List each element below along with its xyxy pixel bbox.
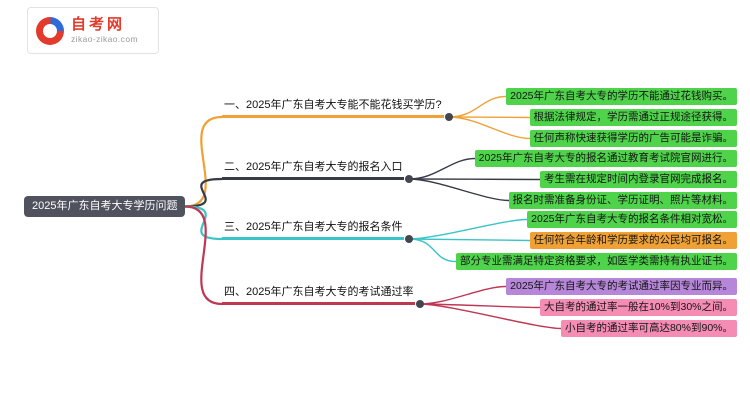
leaf-node: 任何符合年龄和学历要求的公民均可报名。: [529, 232, 737, 249]
leaf-node: 考生需在规定时间内登录官网完成报名。: [540, 171, 737, 188]
site-logo-icon: [36, 16, 64, 45]
leaf-node: 2025年广东自考大专的报名条件相对宽松。: [527, 211, 737, 228]
branch-title-3: 三、2025年广东自考大专的报名条件: [222, 220, 405, 240]
leaf-node: 2025年广东自考大专的学历不能通过花钱购买。: [506, 88, 737, 105]
leaf-node: 根据法律规定，学历需通过正规途径获得。: [529, 109, 737, 126]
site-name: 自考网: [71, 15, 126, 33]
branch-title-4: 四、2025年广东自考大专的考试通过率: [222, 285, 416, 305]
branch-title-2: 二、2025年广东自考大专的报名入口: [222, 160, 405, 180]
leaf-node: 2025年广东自考大专的考试通过率因专业而异。: [506, 278, 737, 295]
site-url: zikao-zikao.com: [71, 34, 138, 45]
root-topic: 2025年广东自考大专学历问题: [24, 196, 186, 217]
leaf-node: 部分专业需满足特定资格要求，如医学类需持有执业证书。: [456, 253, 737, 270]
leaf-node: 大自考的通过率一般在10%到30%之间。: [539, 299, 737, 316]
leaf-node: 任何声称快速获得学历的广告可能是诈骗。: [529, 130, 737, 147]
leaf-node: 2025年广东自考大专的报名通过教育考试院官网进行。: [474, 150, 737, 167]
leaf-node: 小自考的通过率可高达80%到90%。: [560, 320, 737, 337]
site-logo: 自考网 zikao-zikao.com: [27, 7, 159, 54]
site-logo-text: 自考网 zikao-zikao.com: [71, 15, 138, 45]
leaf-node: 报名时需准备身份证、学历证明、照片等材料。: [508, 192, 737, 209]
branch-title-1: 一、2025年广东自考大专能不能花钱买学历?: [222, 98, 444, 118]
